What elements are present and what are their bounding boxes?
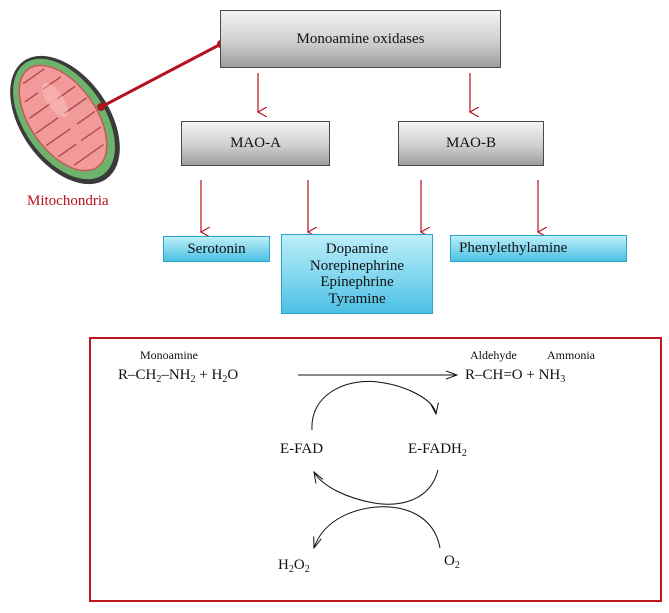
reactant-equation: R–CH2–NH2 + H2O	[118, 367, 239, 385]
arc-o2-to-h2o2	[314, 506, 441, 548]
monoamine-oxidases-title: Monoamine oxidases	[296, 30, 425, 47]
shared-substrates-box: Dopamine Norepinephrine Epinephrine Tyra…	[281, 234, 433, 314]
arc-efad-to-efadh2	[311, 380, 436, 431]
ammonia-label: Ammonia	[547, 348, 595, 362]
efadh2-label: E-FADH2	[408, 441, 467, 459]
connector-line	[100, 42, 222, 109]
mao-b-label: MAO-B	[445, 135, 496, 151]
mitochondria-label: Mitochondria	[27, 193, 109, 209]
mao-b-box: MAO-B	[398, 121, 544, 166]
monoamine-oxidases-box: Monoamine oxidases	[220, 10, 501, 68]
substrate-tyramine: Tyramine	[328, 290, 386, 307]
substrate-epinephrine: Epinephrine	[320, 274, 394, 290]
mao-a-box: MAO-A	[181, 121, 330, 166]
substrate-dopamine: Dopamine	[325, 241, 389, 257]
serotonin-box: Serotonin	[163, 236, 270, 262]
product-equation: R–CH=O + NH3	[465, 367, 566, 385]
aldehyde-label: Aldehyde	[470, 348, 517, 362]
mitochondrion-icon	[10, 55, 120, 185]
efad-label: E-FAD	[280, 441, 324, 457]
o2-label: O2	[444, 553, 460, 571]
substrate-norepinephrine: Norepinephrine	[309, 257, 405, 274]
substrate-serotonin: Serotonin	[187, 240, 246, 257]
h2o2-label: H2O2	[278, 557, 310, 575]
substrate-phenylethylamine: Phenylethylamine	[459, 240, 568, 257]
phenylethylamine-box: Phenylethylamine	[450, 235, 627, 262]
reaction-box	[89, 337, 662, 602]
mao-a-label: MAO-A	[230, 135, 281, 151]
connector-dot-start	[97, 103, 105, 111]
monoamine-label: Monoamine	[140, 348, 198, 362]
arc-efadh2-to-efad	[314, 469, 439, 505]
